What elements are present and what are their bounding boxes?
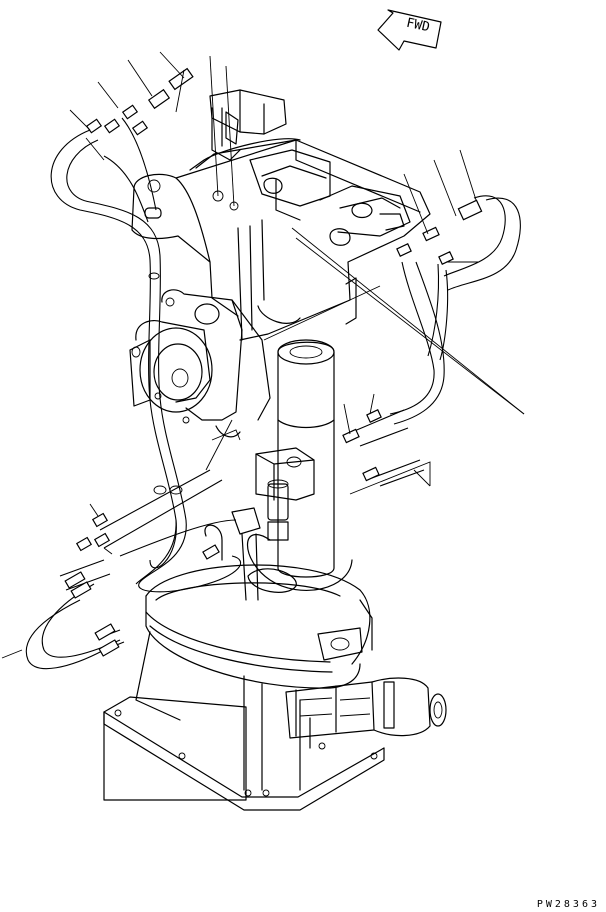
hose-clamps: [149, 273, 240, 494]
slew-gear-motor: [130, 290, 270, 437]
leader-lines: [2, 52, 524, 658]
center-cylinder: [248, 340, 353, 592]
top-valve-block: [210, 90, 286, 210]
drawing-number: PW28363: [536, 899, 600, 910]
swing-ring: [146, 565, 372, 688]
boom-head: [250, 150, 410, 245]
hose-set-right: [352, 196, 520, 486]
hose-set-left: [51, 118, 240, 592]
hose-set-bottom-left: [26, 470, 236, 669]
base-pedestal: [104, 632, 384, 810]
boom-frame: [132, 139, 430, 340]
swing-motor: [286, 678, 446, 738]
fwd-arrow-icon: [378, 10, 441, 50]
valve-stack: [205, 448, 314, 600]
hose-fittings: [65, 69, 481, 656]
